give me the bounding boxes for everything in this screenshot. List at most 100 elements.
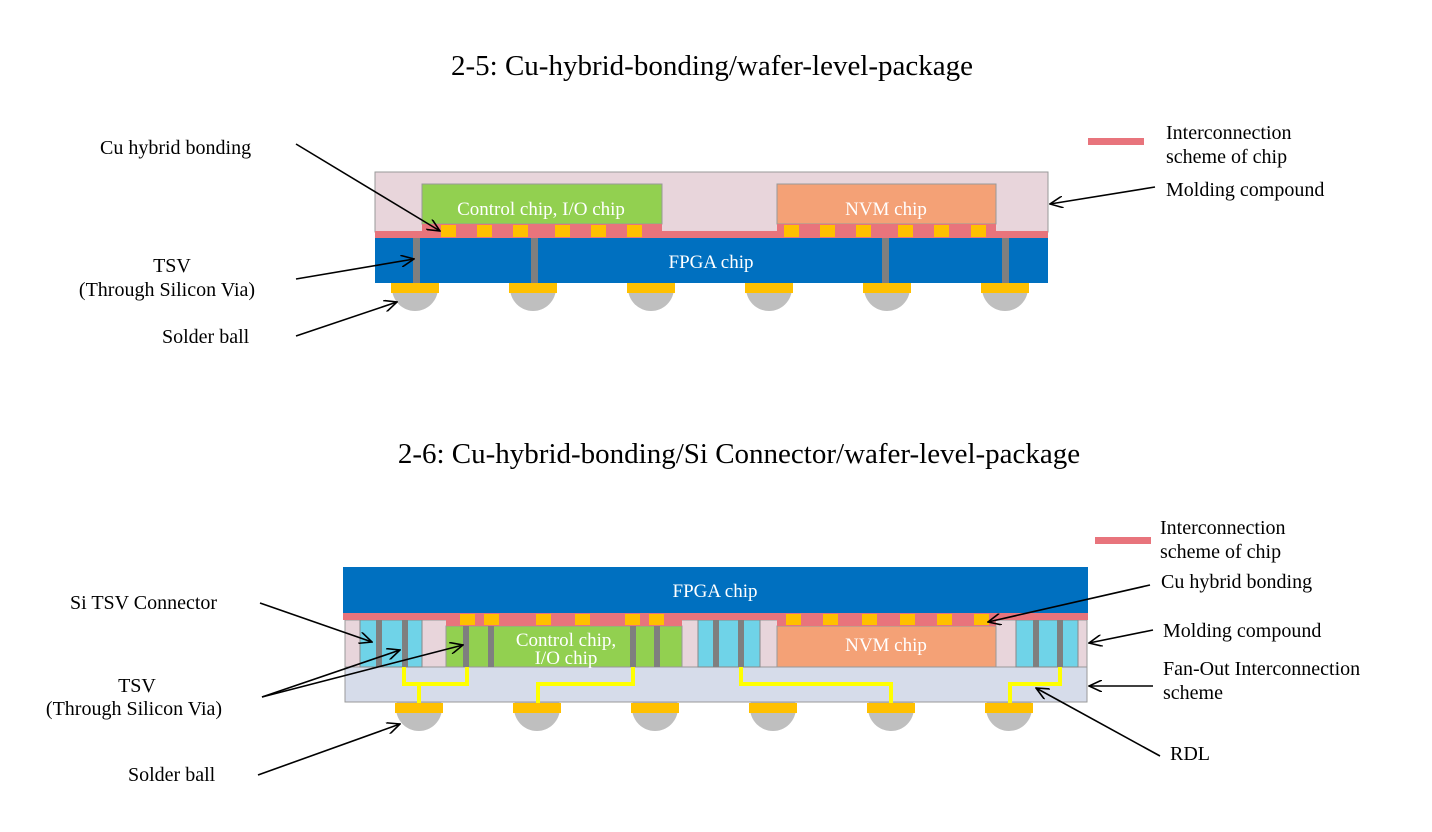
label-b-fanout-line1: Fan-Out Interconnection [1163, 658, 1360, 680]
tsv [463, 626, 469, 667]
solder-pad [627, 283, 675, 293]
arrow [295, 302, 397, 337]
solder-pad [749, 703, 797, 713]
solder-pad [981, 283, 1029, 293]
tsvs-b [376, 620, 1063, 667]
nvm-chip-a-label: NVM chip [845, 199, 927, 220]
arrow [261, 650, 400, 698]
legend-b-interconnect-swatch [1095, 537, 1151, 544]
legend-b-line1: Interconnection [1160, 517, 1286, 539]
arrow [1050, 186, 1156, 204]
label-a-tsv-line2: (Through Silicon Via) [79, 279, 255, 301]
cu-pad [536, 614, 551, 625]
tsv [654, 626, 660, 667]
label-b-fanout-line2: scheme [1163, 682, 1223, 704]
rdl-trace [1008, 667, 1062, 704]
cu-pad [898, 225, 913, 237]
fpga-chip-a-label: FPGA chip [669, 252, 754, 273]
cu-pad [484, 614, 499, 625]
cu-pad [784, 225, 799, 237]
solder-pads-b [395, 703, 1033, 713]
fpga-chip-a [375, 238, 1048, 283]
nvm-chip-b-interconnect [777, 620, 996, 626]
cu-pad [937, 614, 952, 625]
diagram-2-6: 2-6: Cu-hybrid-bonding/Si Connector/wafe… [46, 438, 1360, 786]
nvm-chip-a-interconnect [777, 224, 996, 231]
arrows-b [257, 584, 1161, 776]
tsv [376, 620, 382, 667]
tsv [1002, 238, 1009, 283]
rdl-trace [536, 667, 635, 704]
tsv [1033, 620, 1039, 667]
control-chip-a-label: Control chip, I/O chip [457, 199, 625, 220]
interconnect-layer-a [375, 231, 1048, 238]
cu-pad [974, 614, 989, 625]
tsv [713, 620, 719, 667]
arrow [295, 143, 440, 231]
si-tsv-connector [697, 619, 761, 668]
label-b-si-tsv: Si TSV Connector [70, 592, 217, 614]
label-a-cu-hybrid: Cu hybrid bonding [100, 137, 251, 159]
control-chip-b-interconnect [446, 620, 682, 626]
legend-b-line2: scheme of chip [1160, 541, 1281, 563]
label-b-tsv-line2: (Through Silicon Via) [46, 698, 222, 720]
cu-pad [786, 614, 801, 625]
label-b-solder: Solder ball [128, 764, 216, 786]
cu-pad [625, 614, 640, 625]
cu-pad [441, 225, 456, 237]
tsv [1057, 620, 1063, 667]
solder-pad [745, 283, 793, 293]
solder-pads-a [391, 283, 1029, 293]
cu-pad [460, 614, 475, 625]
legend-a-line2: scheme of chip [1166, 146, 1287, 168]
tsv [882, 238, 889, 283]
solder-pad [631, 703, 679, 713]
solder-pad [391, 283, 439, 293]
control-chip-b-label-line2: I/O chip [535, 648, 598, 669]
cu-pads-b [460, 614, 989, 625]
label-b-tsv-line1: TSV [118, 675, 156, 697]
cu-pad [575, 614, 590, 625]
cu-pad [823, 614, 838, 625]
rdl-traces-b [402, 667, 1062, 704]
cu-pad [477, 225, 492, 237]
diagram-a-title: 2-5: Cu-hybrid-bonding/wafer-level-packa… [451, 50, 973, 82]
tsv [413, 238, 420, 283]
tsv [488, 626, 494, 667]
label-a-molding: Molding compound [1166, 179, 1324, 201]
cu-pad [971, 225, 986, 237]
diagram-2-5: 2-5: Cu-hybrid-bonding/wafer-level-packa… [79, 50, 1324, 348]
cu-pad [627, 225, 642, 237]
fpga-chip-b [343, 567, 1088, 613]
legend-a-line1: Interconnection [1166, 122, 1292, 144]
nvm-chip-b-label: NVM chip [845, 635, 927, 656]
tsv [738, 620, 744, 667]
cu-pad [820, 225, 835, 237]
control-chip-b-label-line1: Control chip, [516, 630, 616, 651]
cu-pad [555, 225, 570, 237]
tsv [531, 238, 538, 283]
arrows-a [295, 143, 1156, 337]
rdl-trace [739, 667, 893, 704]
arrow [259, 602, 372, 642]
arrow [295, 259, 414, 280]
tsv [402, 620, 408, 667]
solder-pad [395, 703, 443, 713]
arrow [1089, 629, 1154, 643]
interconnect-layer-b [343, 613, 1088, 620]
label-b-rdl: RDL [1170, 743, 1210, 765]
control-chip-b [445, 625, 683, 668]
diagram-b-title: 2-6: Cu-hybrid-bonding/Si Connector/wafe… [398, 438, 1080, 470]
solder-pad [509, 283, 557, 293]
cu-pad [934, 225, 949, 237]
nvm-chip-b [776, 625, 997, 668]
legend-a-interconnect-swatch [1088, 138, 1144, 145]
cu-pad [900, 614, 915, 625]
cu-pad [856, 225, 871, 237]
arrow [1036, 688, 1161, 757]
fpga-chip-b-label: FPGA chip [673, 581, 758, 602]
cu-pads-a [441, 225, 986, 237]
cu-pad [649, 614, 664, 625]
solder-pad [985, 703, 1033, 713]
